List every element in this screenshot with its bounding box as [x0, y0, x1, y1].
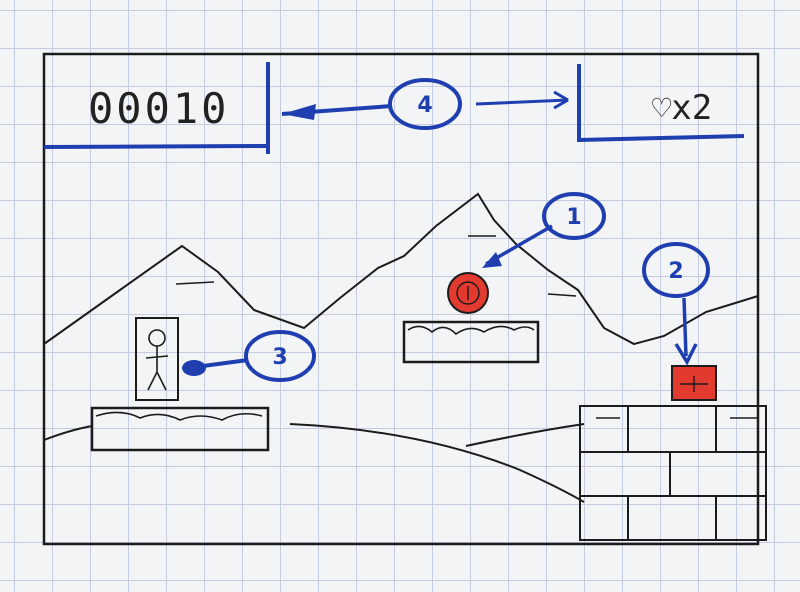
- annotation-4-arrowhead-right: [553, 90, 569, 110]
- item-block: [671, 365, 717, 401]
- annotation-4-arrowhead-left: [282, 104, 316, 120]
- hud-lives-underline: [578, 134, 745, 142]
- ground-line-middle: [289, 423, 585, 503]
- annotation-2-label: 2: [668, 259, 683, 284]
- heart-icon: ♡: [652, 89, 672, 127]
- score-counter: 00010: [88, 84, 230, 133]
- mountain-detail-right: [547, 293, 577, 297]
- background-mountains: [43, 192, 759, 346]
- annotation-2-arrowhead: [674, 343, 698, 366]
- mountain-detail-left: [175, 281, 215, 285]
- annotation-4-circle: [388, 78, 462, 130]
- annotation-3-circle: [244, 330, 316, 382]
- player-character: [135, 317, 179, 401]
- coin: [447, 272, 489, 314]
- annotation-1-circle: [542, 192, 606, 240]
- lives-counter: ♡x2: [652, 88, 712, 128]
- annotation-2-arrow: [682, 297, 688, 357]
- annotation-1-arrowhead: [482, 252, 502, 268]
- brick-wall: [579, 405, 767, 541]
- annotation-3-label: 3: [272, 345, 287, 370]
- annotation-2-circle: [642, 242, 710, 298]
- annotation-4-label: 4: [417, 93, 432, 118]
- platform-middle: [402, 320, 540, 364]
- lives-count: x2: [671, 88, 713, 128]
- ground-line-right: [465, 423, 585, 447]
- annotation-3-arrowhead: [182, 360, 206, 376]
- platform-left: [90, 406, 270, 452]
- hud-score-underline: [43, 144, 269, 149]
- screen-frame: [42, 52, 760, 546]
- annotation-4-arrow-right: [475, 98, 569, 106]
- annotation-1-label: 1: [566, 205, 581, 230]
- ground-line-left: [43, 425, 93, 441]
